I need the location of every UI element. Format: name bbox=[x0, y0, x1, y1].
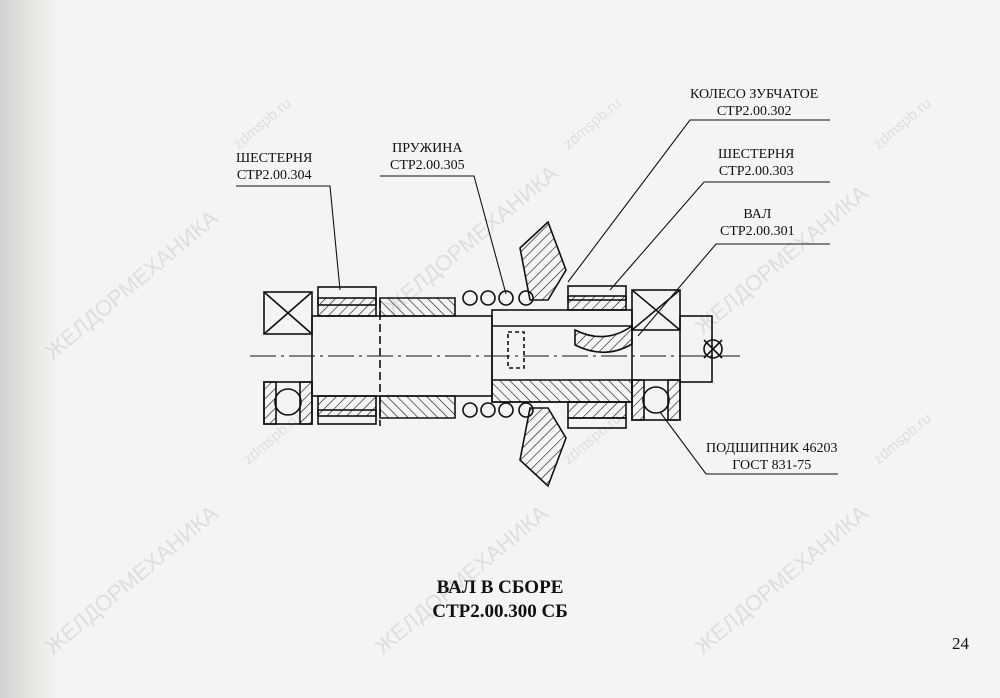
label-gear-wheel: КОЛЕСО ЗУБЧАТОЕ СТР2.00.302 bbox=[690, 86, 818, 120]
title-line-1: ВАЛ В СБОРЕ bbox=[436, 577, 564, 598]
bearing-name: ПОДШИПНИК 46203 bbox=[706, 441, 838, 456]
label-shaft: ВАЛ СТР2.00.301 bbox=[720, 206, 795, 240]
pinion-right-name: ШЕСТЕРНЯ bbox=[718, 147, 795, 162]
page-edge-shadow bbox=[0, 0, 60, 698]
spring-name: ПРУЖИНА bbox=[392, 141, 463, 156]
label-pinion-left: ШЕСТЕРНЯ СТР2.00.304 bbox=[236, 150, 312, 184]
gear-wheel-code: СТР2.00.302 bbox=[716, 104, 792, 119]
shaft-end bbox=[679, 315, 713, 383]
bevel-gear bbox=[519, 220, 567, 488]
pinion-left-code: СТР2.00.304 bbox=[236, 168, 312, 183]
pinion-right-code: СТР2.00.303 bbox=[718, 164, 794, 179]
drawing-title: ВАЛ В СБОРЕ СТР2.00.300 СБ bbox=[380, 576, 620, 624]
label-spring: ПРУЖИНА СТР2.00.305 bbox=[390, 140, 465, 174]
label-bearing: ПОДШИПНИК 46203 ГОСТ 831-75 bbox=[706, 440, 837, 474]
title-line-2: СТР2.00.300 СБ bbox=[432, 601, 568, 622]
label-pinion-right: ШЕСТЕРНЯ СТР2.00.303 bbox=[718, 146, 794, 180]
bearing-code: ГОСТ 831-75 bbox=[732, 458, 812, 473]
left-bearing bbox=[263, 291, 313, 425]
pinion-left-name: ШЕСТЕРНЯ bbox=[236, 151, 313, 166]
right-bearing bbox=[631, 289, 681, 421]
gear-wheel-name: КОЛЕСО ЗУБЧАТОЕ bbox=[690, 87, 819, 102]
shaft-name: ВАЛ bbox=[743, 207, 772, 222]
shaft-code: СТР2.00.301 bbox=[720, 224, 795, 239]
right-pinion bbox=[567, 285, 627, 429]
page-number: 24 bbox=[952, 634, 969, 653]
leader-lines bbox=[236, 119, 838, 475]
spring-code: СТР2.00.305 bbox=[390, 158, 465, 173]
left-pinion bbox=[317, 286, 381, 426]
